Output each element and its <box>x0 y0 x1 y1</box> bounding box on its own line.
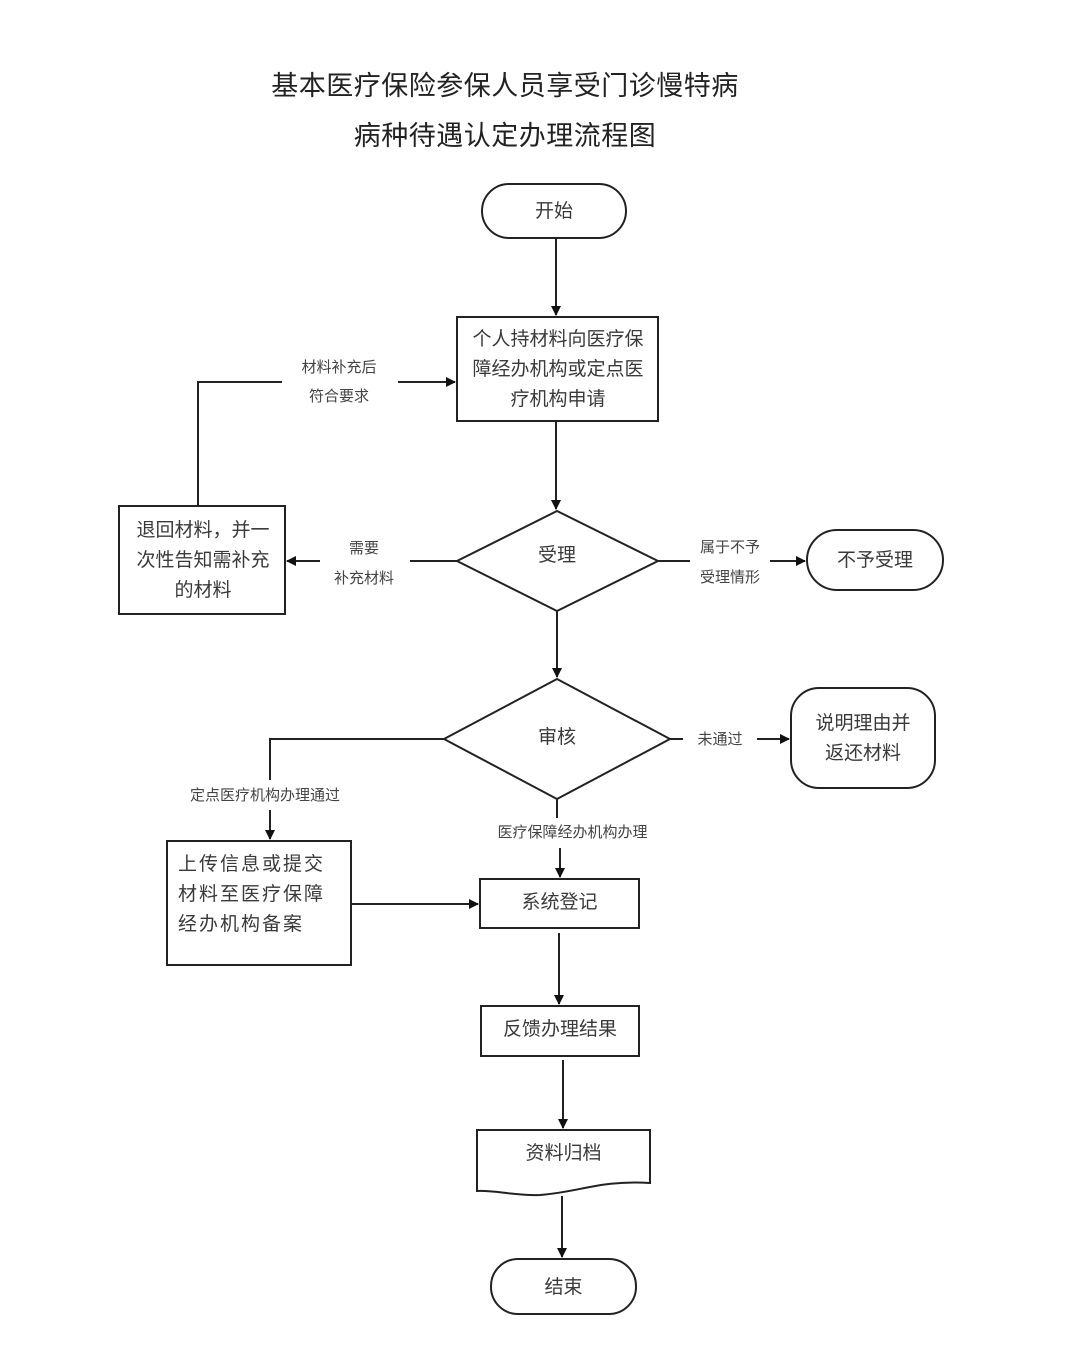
feedback-label: 反馈办理结果 <box>502 1018 617 1040</box>
edge-return-apply-a <box>197 381 282 506</box>
edge-label-need-more-1: 需要 <box>348 539 379 557</box>
reject-label: 不予受理 <box>836 549 913 571</box>
reject-terminator <box>806 529 944 591</box>
start-label: 开始 <box>534 200 573 222</box>
return-materials-process <box>118 505 286 615</box>
edge-label-agency-handle: 医疗保障经办机构办理 <box>497 823 648 841</box>
archive-document <box>476 1129 651 1197</box>
explain-return-terminator <box>790 687 936 789</box>
review-label: 审核 <box>537 726 576 748</box>
edge-label-resubmit-2: 符合要求 <box>308 387 369 405</box>
apply-label: 个人持材料向医疗保障经办机构或定点医疗机构申请 <box>472 328 644 410</box>
end-terminator <box>490 1258 637 1315</box>
accept-label: 受理 <box>537 544 576 566</box>
edge-label-failed: 未通过 <box>697 730 743 748</box>
edge-label-resubmit-1: 材料补充后 <box>301 358 377 376</box>
edge-label-need-more-2: 补充材料 <box>333 569 394 587</box>
return-materials-label: 退回材料，并一次性告知需补充的材料 <box>136 519 270 601</box>
title-line-2: 病种待遇认定办理流程图 <box>353 121 657 152</box>
edge-review-upload-a <box>269 738 444 780</box>
archive-label: 资料归档 <box>525 1142 602 1164</box>
register-label: 系统登记 <box>521 891 598 913</box>
start-terminator <box>481 183 627 239</box>
explain-return-label: 说明理由并返还材料 <box>815 712 911 764</box>
apply-process <box>456 316 659 422</box>
edge-label-not-accept-2: 受理情形 <box>699 568 760 586</box>
register-process <box>479 878 640 929</box>
end-label: 结束 <box>544 1275 583 1298</box>
feedback-process <box>480 1005 640 1057</box>
upload-label: 上传信息或提交材料至医疗保障经办机构备案 <box>178 853 326 935</box>
edge-label-not-accept-1: 属于不予 <box>699 538 760 556</box>
title-line-1: 基本医疗保险参保人员享受门诊慢特病 <box>271 71 739 102</box>
edge-label-hospital-pass: 定点医疗机构办理通过 <box>189 786 340 804</box>
